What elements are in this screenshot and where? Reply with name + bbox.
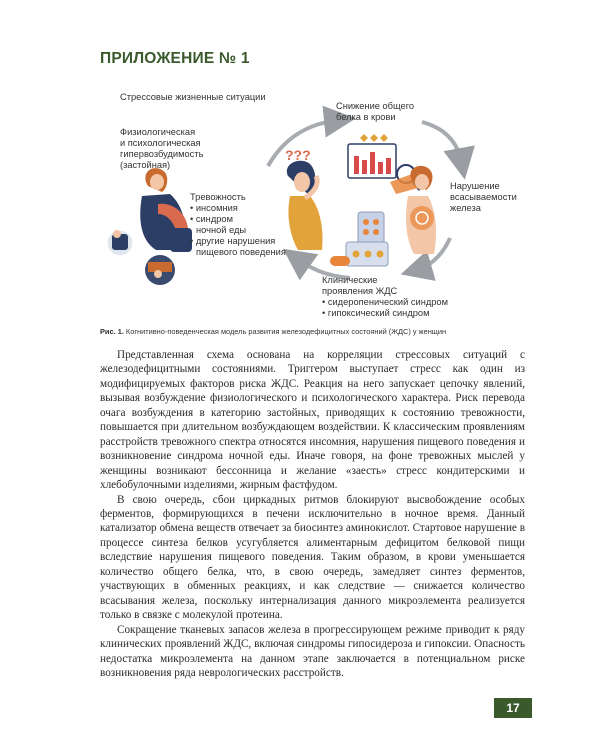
- anxiety-item-3: • другие нарушения: [190, 236, 276, 246]
- paragraph-2: В свою очередь, сбои циркадных ритмов бл…: [100, 493, 525, 622]
- clinical-line-1: Клинические: [322, 275, 378, 285]
- label-protein: Снижение общего белка в крови: [336, 101, 414, 123]
- clinical-line-2: проявления ЖДС: [322, 286, 398, 296]
- anxiety-title: Тревожность: [190, 192, 246, 202]
- figure-caption: Рис. 1. Когнитивно-поведенческая модель …: [100, 327, 530, 336]
- caption-text: Когнитивно-поведенческая модель развития…: [123, 327, 447, 336]
- cycle-arrow-top-left: [266, 105, 356, 167]
- woman-sitting-illustration: [140, 168, 192, 252]
- physio-line-2: и психологическая: [120, 138, 201, 148]
- physio-line-1: Физиологическая: [120, 127, 196, 137]
- physio-line-4: (застойная): [120, 160, 171, 170]
- label-stress: Стрессовые жизненные ситуации: [120, 92, 266, 103]
- anxiety-item-2: • синдром: [190, 214, 233, 224]
- figure-diagram: ???: [100, 78, 530, 323]
- label-physio: Физиологическая и психологическая гиперв…: [120, 127, 203, 171]
- clinical-line-4: • гипоксический синдром: [322, 308, 430, 318]
- appendix-title: ПРИЛОЖЕНИЕ № 1: [100, 50, 250, 67]
- svg-text:???: ???: [285, 147, 311, 163]
- stress-text: Стрессовые жизненные ситуации: [120, 92, 266, 102]
- iron-line-2: всасываемости: [450, 192, 517, 202]
- physio-line-3: гипервозбудимость: [120, 149, 204, 159]
- paragraph-3: Сокращение тканевых запасов железа в про…: [100, 623, 525, 679]
- blood-test-illustration: [347, 134, 422, 194]
- page-number: 17: [494, 698, 532, 718]
- cycle-arrow-top-right: [421, 120, 475, 180]
- clinical-line-3: • сидеропенический синдром: [322, 297, 448, 307]
- protein-line-2: белка в крови: [336, 112, 396, 122]
- caption-prefix: Рис. 1.: [100, 327, 124, 336]
- cycle-arrow-right: [400, 237, 452, 281]
- paragraph-1: Представленная схема основана на корреля…: [100, 349, 525, 492]
- anxiety-item-3b: пищевого поведения: [196, 247, 286, 257]
- label-clinical: Клинические проявления ЖДС • сидеропенич…: [322, 275, 448, 319]
- body-text: Представленная схема основана на корреля…: [100, 348, 525, 680]
- protein-line-1: Снижение общего: [336, 101, 415, 111]
- diagram-artwork: ???: [106, 105, 475, 285]
- label-anxiety: Тревожность • инсомния • синдром ночной …: [190, 192, 286, 258]
- anxiety-item-1: • инсомния: [190, 203, 238, 213]
- woman-headache-illustration: ???: [285, 147, 323, 250]
- small-photo-scenes: [106, 229, 175, 285]
- iron-line-1: Нарушение: [450, 181, 500, 191]
- woman-iron-absorption-illustration: [406, 165, 436, 254]
- iron-line-3: железа: [450, 203, 481, 213]
- cycle-arrow-bottom: [282, 248, 351, 281]
- pills-illustration: [330, 211, 389, 267]
- label-iron-absorption: Нарушение всасываемости железа: [450, 181, 517, 214]
- anxiety-item-2b: ночной еды: [196, 225, 247, 235]
